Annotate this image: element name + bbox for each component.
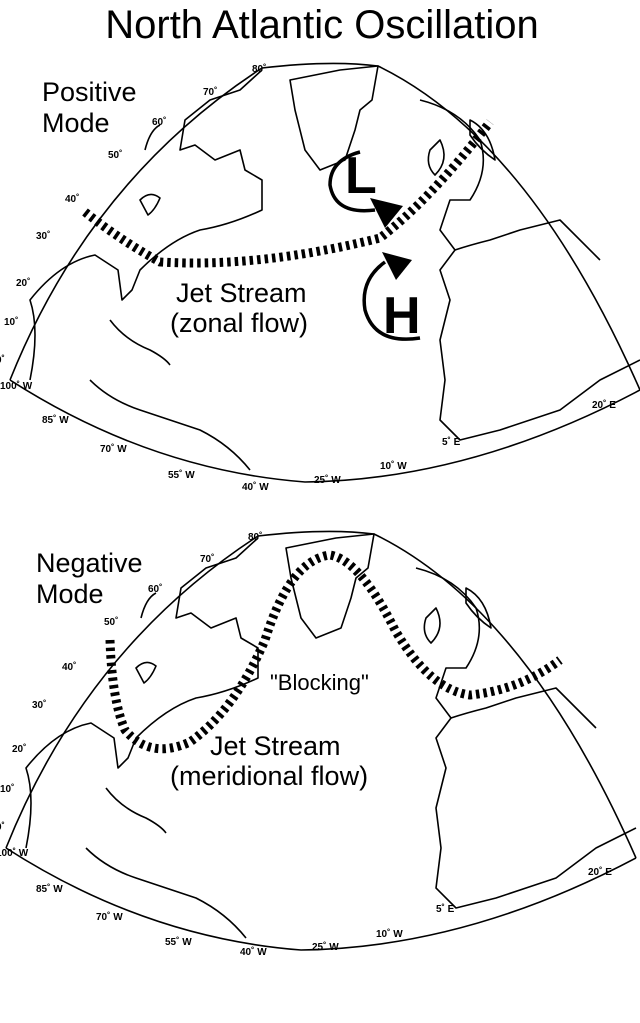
lat-tick: 70˚	[203, 86, 217, 98]
positive-mode-map: L H Positive Mode Jet Stream (zonal flow…	[0, 62, 640, 493]
lat-tick: 30˚	[36, 230, 50, 242]
longitude-ticks: 100˚ W 85˚ W 70˚ W 55˚ W 40˚ W 25˚ W 10˚…	[0, 847, 612, 958]
lat-tick: 40˚	[62, 661, 76, 673]
lon-tick: 20˚ E	[588, 866, 612, 878]
lat-tick: 80˚	[248, 531, 262, 543]
lon-tick: 70˚ W	[96, 911, 123, 923]
lon-tick: 100˚ W	[0, 380, 33, 392]
mode-label-line1: Positive	[42, 77, 137, 107]
lon-tick: 5˚ E	[442, 436, 461, 448]
lon-tick: 55˚ W	[165, 936, 192, 948]
latitude-ticks: 80˚ 70˚ 60˚ 50˚ 40˚ 30˚ 20˚ 10˚ 0˚	[0, 63, 266, 366]
lon-tick: 40˚ W	[242, 481, 269, 493]
jet-label-line1: Jet Stream	[176, 278, 307, 308]
negative-mode-map: Negative Mode "Blocking" Jet Stream (mer…	[0, 530, 637, 958]
lon-tick: 55˚ W	[168, 469, 195, 481]
lon-tick: 5˚ E	[436, 903, 455, 915]
high-arrowhead-icon	[382, 252, 412, 280]
lon-tick: 40˚ W	[240, 946, 267, 958]
jet-stream-zonal	[82, 119, 494, 268]
lat-tick: 10˚	[4, 316, 18, 328]
lat-tick: 30˚	[32, 699, 46, 711]
blocking-label: "Blocking"	[270, 670, 369, 695]
jet-label-line2: (zonal flow)	[170, 308, 308, 338]
lat-tick: 70˚	[200, 553, 214, 565]
longitude-ticks: 100˚ W 85˚ W 70˚ W 55˚ W 40˚ W 25˚ W 10˚…	[0, 380, 616, 493]
lat-tick: 20˚	[12, 743, 26, 755]
jet-label-line2: (meridional flow)	[170, 761, 368, 791]
lat-tick: 20˚	[16, 277, 30, 289]
lon-tick: 85˚ W	[42, 414, 69, 426]
lat-tick: 10˚	[0, 783, 14, 795]
lat-tick: 0˚	[0, 821, 5, 833]
lon-tick: 20˚ E	[592, 399, 616, 411]
mode-label-line1: Negative	[36, 548, 143, 578]
lon-tick: 10˚ W	[380, 460, 407, 472]
mode-label-line2: Mode	[42, 108, 110, 138]
lat-tick: 50˚	[108, 149, 122, 161]
lon-tick: 70˚ W	[100, 443, 127, 455]
low-circulation-arrow	[328, 150, 376, 213]
lat-tick: 60˚	[148, 583, 162, 595]
lon-tick: 10˚ W	[376, 928, 403, 940]
low-arrowhead-icon	[370, 198, 403, 228]
title: North Atlantic Oscillation	[105, 3, 539, 47]
latitude-ticks: 80˚ 70˚ 60˚ 50˚ 40˚ 30˚ 20˚ 10˚ 0˚	[0, 531, 262, 833]
lat-tick: 50˚	[104, 616, 118, 628]
low-pressure-label: L	[345, 147, 377, 205]
lat-tick: 0˚	[0, 354, 5, 366]
lon-tick: 100˚ W	[0, 847, 29, 859]
jet-label-line1: Jet Stream	[210, 731, 341, 761]
lon-tick: 85˚ W	[36, 883, 63, 895]
high-pressure-label: H	[383, 287, 421, 345]
lon-tick: 25˚ W	[314, 474, 341, 486]
lat-tick: 80˚	[252, 63, 266, 75]
lat-tick: 40˚	[65, 193, 79, 205]
lon-tick: 25˚ W	[312, 941, 339, 953]
high-circulation-arrow	[362, 260, 421, 341]
mode-label-line2: Mode	[36, 579, 104, 609]
lat-tick: 60˚	[152, 116, 166, 128]
jet-stream-meridional	[105, 550, 563, 754]
